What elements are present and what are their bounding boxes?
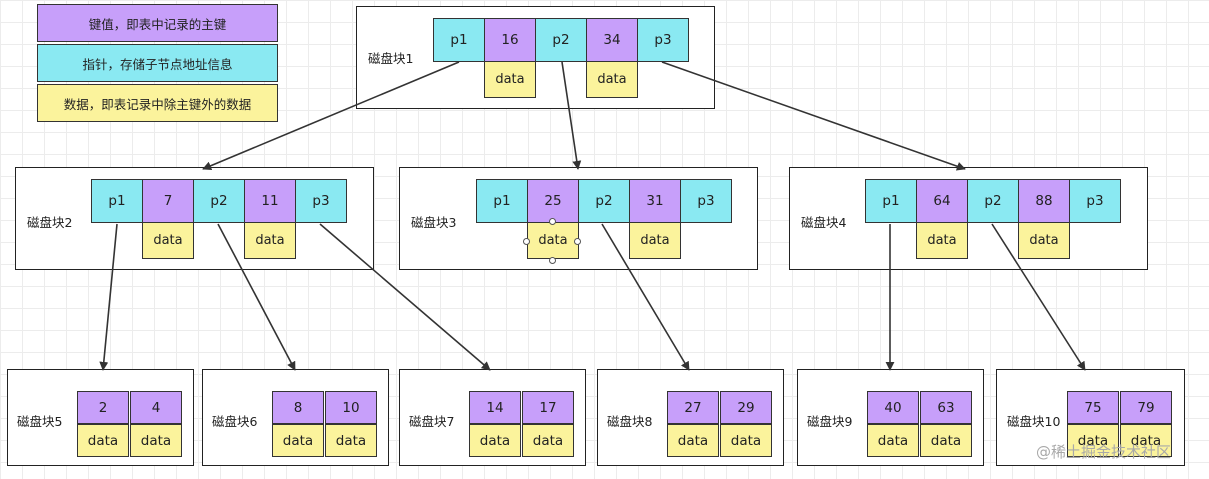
key-cell: 7 [142, 179, 194, 223]
block-label: 磁盘块4 [801, 215, 847, 230]
key-cell: 34 [586, 18, 638, 62]
block-label: 磁盘块3 [411, 215, 457, 230]
pointer-cell: p1 [865, 179, 917, 223]
block-label: 磁盘块8 [607, 414, 653, 429]
block-label: 磁盘块5 [17, 414, 63, 429]
key-cell: 2 [77, 391, 129, 424]
data-cell: data [867, 424, 919, 457]
data-cell: data [720, 424, 772, 457]
data-cell: data [130, 424, 182, 457]
watermark: @稀土掘金技术社区 [1036, 443, 1172, 461]
key-cell: 79 [1120, 391, 1172, 424]
block-label: 磁盘块10 [1007, 414, 1061, 429]
key-cell: 17 [522, 391, 574, 424]
data-cell: data [1067, 424, 1119, 457]
data-cell: data [586, 61, 638, 98]
key-cell: 14 [469, 391, 521, 424]
data-cell: data [325, 424, 377, 457]
block-label: 磁盘块2 [27, 215, 73, 230]
legend-key: 键值，即表中记录的主键 [37, 4, 278, 42]
selection-handle[interactable] [549, 257, 556, 264]
key-cell: 10 [325, 391, 377, 424]
key-cell: 31 [629, 179, 681, 223]
data-cell: data [142, 222, 194, 259]
key-cell: 25 [527, 179, 579, 223]
key-cell: 88 [1018, 179, 1070, 223]
disk-block-2: 磁盘块2 p1 7 p2 11 p3 data data [15, 167, 374, 270]
key-cell: 64 [916, 179, 968, 223]
legend-pointer: 指针，存储子节点地址信息 [37, 44, 278, 82]
selection-handle[interactable] [549, 218, 556, 225]
pointer-cell: p2 [193, 179, 245, 223]
data-cell: data [920, 424, 972, 457]
block-label: 磁盘块7 [409, 414, 455, 429]
key-cell: 27 [667, 391, 719, 424]
disk-block-1: 磁盘块1 p1 16 p2 34 p3 data data [356, 6, 715, 109]
pointer-cell: p1 [476, 179, 528, 223]
data-cell: data [484, 61, 536, 98]
pointer-cell: p3 [637, 18, 689, 62]
data-cell: data [916, 222, 968, 259]
data-cell: data [667, 424, 719, 457]
pointer-cell: p1 [91, 179, 143, 223]
key-cell: 4 [130, 391, 182, 424]
data-cell: data [522, 424, 574, 457]
pointer-cell: p2 [967, 179, 1019, 223]
data-cell: data [244, 222, 296, 259]
pointer-cell: p1 [433, 18, 485, 62]
block-label: 磁盘块1 [368, 51, 414, 66]
key-cell: 63 [920, 391, 972, 424]
data-cell: data [469, 424, 521, 457]
selection-handle[interactable] [574, 238, 581, 245]
data-cell: data [1018, 222, 1070, 259]
data-cell: data [272, 424, 324, 457]
pointer-cell: p3 [295, 179, 347, 223]
data-cell-selected[interactable]: data [527, 222, 579, 259]
selection-handle[interactable] [523, 238, 530, 245]
key-cell: 16 [484, 18, 536, 62]
data-cell: data [629, 222, 681, 259]
key-cell: 40 [867, 391, 919, 424]
key-cell: 11 [244, 179, 296, 223]
data-cell: data [77, 424, 129, 457]
disk-block-4: 磁盘块4 p1 64 p2 88 p3 data data [789, 167, 1148, 270]
pointer-cell: p2 [578, 179, 630, 223]
legend-data: 数据，即表记录中除主键外的数据 [37, 84, 278, 122]
block-label: 磁盘块9 [807, 414, 853, 429]
block-label: 磁盘块6 [212, 414, 258, 429]
key-cell: 8 [272, 391, 324, 424]
pointer-cell: p3 [680, 179, 732, 223]
pointer-cell: p3 [1069, 179, 1121, 223]
disk-block-3: 磁盘块3 p1 25 p2 31 p3 data data [399, 167, 758, 270]
pointer-cell: p2 [535, 18, 587, 62]
key-cell: 29 [720, 391, 772, 424]
data-cell: data [1120, 424, 1172, 457]
key-cell: 75 [1067, 391, 1119, 424]
